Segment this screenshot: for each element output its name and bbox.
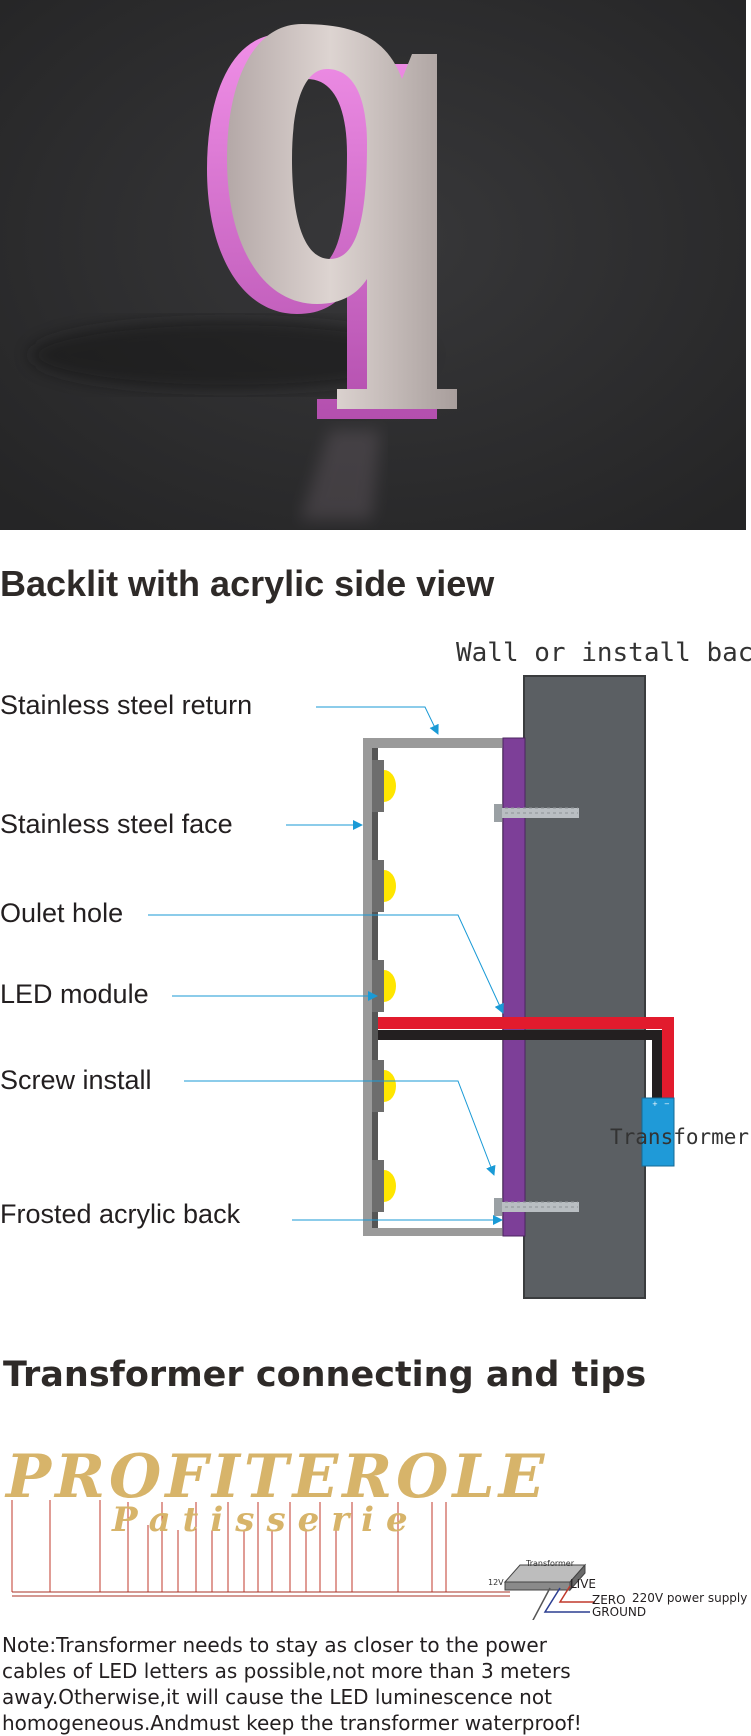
section-title-transformer: Transformer connecting and tips <box>3 1355 647 1395</box>
hero-letter-image <box>0 0 746 530</box>
note-line: homogeneous.Andmust keep the transformer… <box>2 1711 582 1735</box>
label-screw-install: Screw install <box>0 1065 152 1095</box>
note-line: away.Otherwise,it will cause the LED lum… <box>2 1685 552 1709</box>
wall-block <box>523 675 646 1299</box>
supply-wires <box>532 1585 595 1620</box>
label-outlet-hole: Oulet hole <box>0 898 124 928</box>
note-line: cables of LED letters as possible,not mo… <box>2 1659 571 1683</box>
arrow-steel-return <box>316 706 439 735</box>
logo-patisserie: Patisserie <box>112 1500 420 1540</box>
label-steel-face: Stainless steel face <box>0 809 233 839</box>
transformer-wiring-diagram <box>11 1500 595 1620</box>
arrow-outlet-hole <box>148 914 504 1014</box>
note-line: Note:Transformer needs to stay as closer… <box>2 1633 547 1657</box>
label-acrylic-back: Frosted acrylic back <box>0 1199 241 1229</box>
transformer-label: Transformer <box>610 1125 750 1149</box>
voltage-label: 12V <box>488 1578 504 1587</box>
section-title-side-view: Backlit with acrylic side view <box>0 563 495 604</box>
install-screws <box>494 804 579 1216</box>
label-steel-return: Stainless steel return <box>0 690 253 720</box>
svg-text:−: − <box>664 1100 670 1108</box>
transformer-note: Note:Transformer needs to stay as closer… <box>2 1632 582 1736</box>
acrylic-back-panel <box>502 737 526 1237</box>
wall-label: Wall or install back <box>456 638 751 668</box>
transformer-box <box>641 1097 675 1167</box>
wire-zero-label: ZERO <box>592 1593 626 1607</box>
small-transformer <box>503 1563 587 1592</box>
letter-q-glyph <box>207 24 457 419</box>
wire-ground-label: GROUND <box>592 1605 647 1619</box>
small-transformer-label: Transformer <box>526 1559 575 1568</box>
led-modules <box>372 760 396 1212</box>
label-led-module: LED module <box>0 979 149 1009</box>
letter-wire-drops <box>11 1500 510 1597</box>
side-view-diagram: + − <box>148 675 675 1299</box>
wire-live-label: LIVE <box>570 1577 597 1591</box>
arrow-screw-install <box>184 1080 496 1176</box>
supply-label: 220V power supply <box>632 1591 748 1605</box>
svg-text:+: + <box>652 1100 658 1108</box>
power-wires <box>378 1017 674 1098</box>
logo-profiterole: PROFITEROLE <box>6 1442 549 1512</box>
